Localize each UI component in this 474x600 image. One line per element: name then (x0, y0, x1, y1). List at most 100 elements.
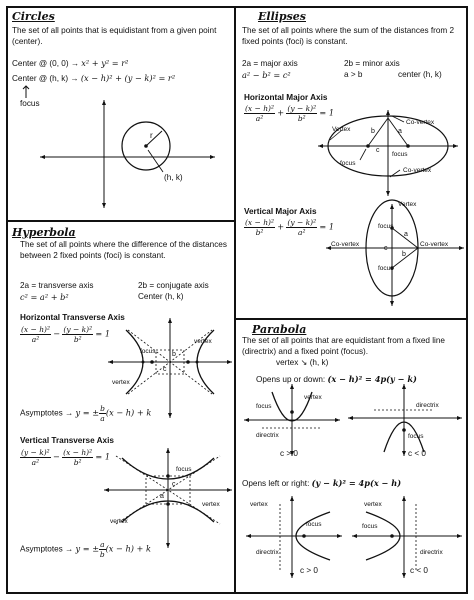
hh-asym-post: (x − h) + k (105, 407, 152, 418)
p-up-focus-label: focus (256, 403, 272, 410)
hh-num2: (y − k)² (62, 325, 94, 335)
p-left-focus-label: focus (362, 523, 378, 530)
ellipses-vertical-title: Vertical Major Axis (244, 207, 317, 216)
ellipses-minor: 2b = minor axis (344, 59, 400, 68)
ellipses-relation: a² − b² = c² (242, 70, 291, 80)
hv-den1: a² (31, 458, 40, 467)
circles-eq2-label: Center @ (h, k) → (12, 74, 79, 83)
cheat-sheet-border (6, 6, 468, 594)
hv-asym-num: a (99, 540, 106, 550)
p-up-directrix-label: directrix (256, 432, 279, 439)
hh-den1: a² (31, 335, 40, 344)
hh-b-label: b (172, 351, 176, 358)
hh-vertex-left-label: vertex (112, 379, 130, 386)
ellipses-horizontal-title: Horizontal Major Axis (244, 93, 328, 102)
circles-center-label: (h, k) (164, 173, 183, 182)
ev-den2: a² (298, 228, 306, 237)
p-left-vertex-label: vertex (364, 501, 382, 508)
p-updown-label: Opens up or down: (256, 375, 326, 384)
p-updown-eq: (x − h)² = 4p(y − k) (327, 374, 417, 384)
ev-num2: (y − k)² (286, 218, 318, 228)
hh-asym-pre: y = ± (75, 407, 100, 418)
hv-den2: b² (73, 458, 82, 467)
divider-vertical (234, 6, 236, 594)
p-right-focus-label: focus (306, 521, 322, 528)
p-up-vertex-label: vertex (304, 394, 322, 401)
eh-num1: (x − h)² (244, 104, 275, 114)
p-down-c-condition: c < 0 (408, 449, 426, 458)
eh-rhs: = 1 (319, 107, 335, 118)
hv-a-label: a (160, 493, 164, 500)
eh-c-label: c (376, 147, 380, 154)
p-left-directrix-label: directrix (420, 549, 443, 556)
hv-focus-label: focus (176, 466, 192, 473)
hyperbola-center: Center (h, k) (138, 292, 184, 301)
circles-eq1-label: Center @ (0, 0) → (12, 59, 80, 68)
hv-asym-pre: y = ± (75, 543, 100, 554)
hh-vertex-right-label: vertex (194, 338, 212, 345)
ellipses-title: Ellipses (258, 10, 306, 23)
ev-rhs: = 1 (319, 221, 335, 232)
hh-asym-num: b (99, 404, 106, 414)
parabola-leftright: Opens left or right: (y − k)² = 4p(x − h… (242, 478, 401, 490)
eh-den1: a² (255, 114, 264, 123)
hv-num2: (x − h)² (62, 448, 94, 458)
eh-focus-label: focus (340, 160, 356, 167)
circles-focus-label: focus (20, 99, 40, 108)
hyperbola-vertical-title: Vertical Transverse Axis (20, 436, 114, 445)
circles-eq2: Center @ (h, k) → (x − h)² + (y − k)² = … (12, 73, 175, 85)
hv-c-label: c (172, 481, 176, 488)
hv-rhs: = 1 (95, 451, 111, 462)
parabola-vertex-line: vertex ↘ (h, k) (276, 358, 329, 367)
circles-eq1: Center @ (0, 0) → x² + y² = r² (12, 58, 128, 70)
hv-num1: (y − k)² (20, 448, 51, 458)
divider-right (234, 318, 468, 320)
hv-vertex-left-label: vertex (110, 518, 128, 525)
eh-a-label: a (398, 128, 402, 135)
eh-focus2-label: focus (392, 151, 408, 158)
p-right-directrix-label: directrix (256, 549, 279, 556)
ev-vertex-label: Vertex (398, 201, 417, 208)
ellipses-center: center (h, k) (398, 70, 442, 79)
ellipses-inequality: a > b (344, 70, 363, 79)
hv-asym-label: Asymptotes → (20, 544, 74, 554)
ev-focus2-label: focus (378, 265, 394, 272)
ev-c-label: c (384, 245, 388, 252)
p-left-c-condition: c < 0 (410, 566, 428, 575)
hv-vertex-right-label: vertex (202, 501, 220, 508)
ellipses-description: The set of all points where the sum of t… (242, 26, 455, 46)
hyperbola-conjugate: 2b = conjugate axis (138, 281, 209, 290)
ev-a-label: a (404, 231, 408, 238)
hyperbola-description: The set of all points where the differen… (20, 240, 227, 260)
circles-eq2-formula: (x − h)² + (y − k)² = r² (80, 73, 176, 83)
parabola-title: Parabola (252, 323, 307, 336)
circles-description: The set of all points that is equidistan… (12, 26, 217, 46)
eh-b-label: b (371, 128, 375, 135)
circles-radius-label: r (150, 131, 153, 140)
hh-rhs: = 1 (95, 328, 111, 339)
ev-focus-label: focus (378, 223, 394, 230)
hyperbola-transverse: 2a = transverse axis (20, 281, 94, 290)
eh-covertex-top-label: Co-vertex (406, 119, 435, 126)
hh-num1: (x − h)² (20, 325, 51, 335)
parabola-updown: Opens up or down: (x − h)² = 4p(y − k) (256, 374, 417, 386)
ev-den1: b² (255, 228, 264, 237)
hyperbola-relation: c² = a² + b² (20, 292, 69, 302)
circles-title: Circles (12, 10, 55, 23)
hh-c-label: c (163, 366, 167, 373)
eh-den2: b² (297, 114, 306, 123)
hv-asym-den: b (99, 550, 105, 559)
hyperbola-horizontal-title: Horizontal Transverse Axis (20, 313, 125, 322)
hh-den2: b² (73, 335, 82, 344)
eh-num2: (y − k)² (286, 104, 318, 114)
